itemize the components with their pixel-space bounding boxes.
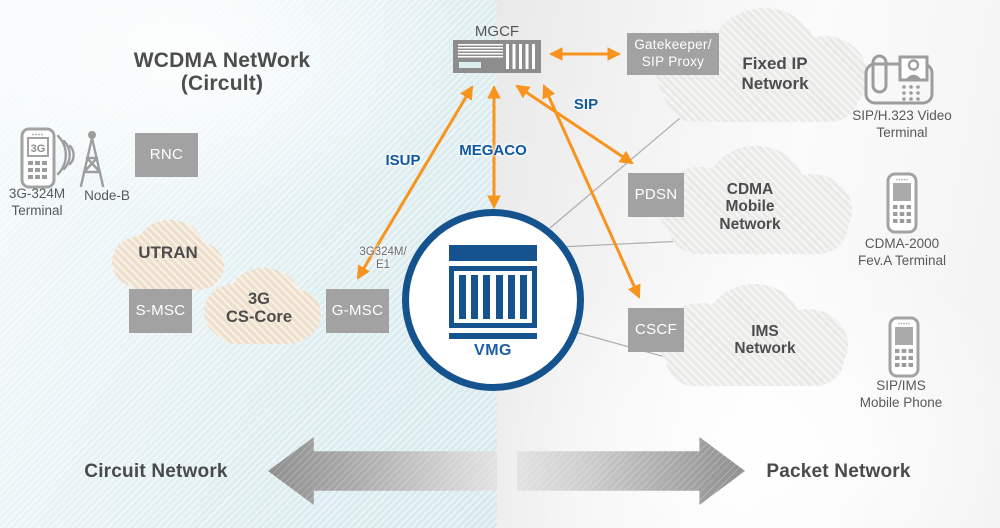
vmg-server-icon-body <box>449 266 537 328</box>
arrow-isup <box>356 85 474 280</box>
s-msc-node: S-MSC <box>129 289 192 333</box>
cs-core-label: 3G CS-Core <box>225 290 292 327</box>
megaco-label: MEGACO <box>459 142 527 159</box>
cs-core-cloud <box>204 268 321 344</box>
cdma-cloud-label: CDMA Mobile Network <box>719 181 781 233</box>
protocol-arrows <box>356 47 641 299</box>
3g-terminal-icon: 3G <box>20 127 56 189</box>
phone-keypad <box>28 161 47 179</box>
pdsn-node: PDSN <box>628 173 684 217</box>
fixed-ip-label: Fixed IP Network <box>741 54 809 93</box>
trunk-type-label: 3G324M/ E1 <box>359 246 407 272</box>
utran-label: UTRAN <box>138 243 198 262</box>
sip-phone-label: SIP/IMS Mobile Phone <box>859 378 943 410</box>
utran-cloud <box>112 220 224 290</box>
cdma-terminal-label: CDMA-2000 Fev.A Terminal <box>857 236 947 268</box>
rnc-node: RNC <box>135 133 198 177</box>
cdma-phone-icon <box>886 172 918 234</box>
node-b-antenna-icon <box>56 131 105 188</box>
sip-label: SIP <box>573 96 599 113</box>
mgcf-slot <box>459 62 481 68</box>
vmg-node: VMG <box>402 209 584 391</box>
phone-screen-text: 3G <box>31 143 46 155</box>
mgcf-label: MGCF <box>474 23 520 40</box>
node-b-label: Node-B <box>84 188 130 203</box>
sip-phone-icon <box>888 316 920 378</box>
video-phone-icon <box>864 54 934 105</box>
vmg-server-icon-top <box>449 245 537 261</box>
gatekeeper-node: Gatekeeper/ SIP Proxy <box>627 33 719 75</box>
video-terminal-label: SIP/H.323 Video Terminal <box>852 108 952 140</box>
arrow-mgcf-cscf <box>542 84 641 299</box>
g-msc-node: G-MSC <box>326 289 389 333</box>
mgcf-vents <box>458 44 503 59</box>
mgcf-bars <box>506 44 537 69</box>
ims-cloud-label: IMS Network <box>734 323 796 358</box>
diagram-title: WCDMA NetWork (Circult) <box>110 49 334 95</box>
vmg-server-icon-base <box>449 333 537 339</box>
cscf-node: CSCF <box>628 308 684 352</box>
title-line2: (Circult) <box>180 71 264 95</box>
circuit-network-label: Circuit Network <box>84 461 228 482</box>
isup-label: ISUP <box>385 152 421 169</box>
3g-terminal-label: 3G-324M Terminal <box>8 186 66 218</box>
packet-network-label: Packet Network <box>766 461 911 482</box>
ims-cloud <box>658 284 848 386</box>
title-line1: WCDMA NetWork <box>133 49 311 72</box>
mgcf-gateway-icon <box>453 40 541 73</box>
vmg-label: VMG <box>474 342 512 359</box>
